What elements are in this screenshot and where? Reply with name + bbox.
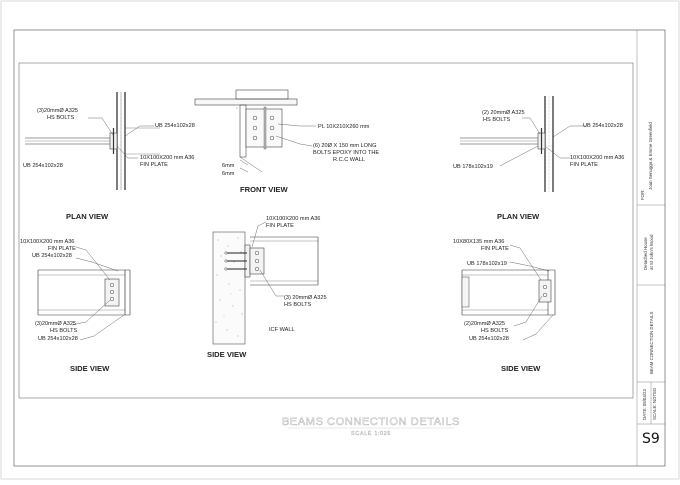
side-right-beam-bottom: UB 254x102x28 <box>469 336 509 342</box>
plan-left-plate-line2: FIN PLATE <box>140 162 168 168</box>
titleblock-project-line1: Detached House <box>643 237 648 270</box>
side-left-bolts-line1: (3)20mmØ A325 <box>35 321 76 327</box>
side-right-bolts-line2: HS BOLTS <box>481 328 509 334</box>
sheet-number: S9 <box>642 431 660 447</box>
plan-left-title: PLAN VIEW <box>66 212 109 221</box>
title-block: FOR: Joan Senugga & Emme Greenfield Deta… <box>636 30 665 466</box>
plan-view-left: (3)20mmØ A325 HS BOLTS UB 254x102x28 10X… <box>23 92 195 221</box>
side-left-beam-bottom: UB 254x102x28 <box>38 336 78 342</box>
front-epoxy-line1: (6) 20Ø X 150 mm LONG <box>313 143 376 149</box>
front-epoxy-line3: R.C.C WALL <box>333 157 365 163</box>
side-center-bolts-line1: (3) 20mmØ A325 <box>284 295 327 301</box>
front-gap-2: 6mm <box>222 171 235 177</box>
plan-left-beam-left: UB 254x102x28 <box>23 163 63 169</box>
side-view-left: 10X100X200 mm A36 FIN PLATE UB 254x102x2… <box>20 239 131 373</box>
side-center-title: SIDE VIEW <box>207 350 247 359</box>
side-center-bolts-line2: HS BOLTS <box>284 302 312 308</box>
side-right-plate-line1: 10X80X135 mm A36 <box>453 239 504 245</box>
titleblock-date: DATE: 05/04/23 <box>642 389 647 420</box>
side-left-beam-top: UB 254x102x28 <box>32 253 72 259</box>
side-left-bolts-line2: HS BOLTS <box>50 328 78 334</box>
side-right-title: SIDE VIEW <box>501 364 541 373</box>
side-right-beam-top: UB 178x102x19 <box>467 261 507 267</box>
plan-right-bolts-line2: HS BOLTS <box>483 117 511 123</box>
plan-right-bolts-line1: (2) 20mmØ A325 <box>482 110 525 116</box>
sheet-title-scale: SCALE 1:025 <box>351 431 391 437</box>
front-view: PL 10X210X260 mm (6) 20Ø X 150 mm LONG B… <box>194 89 379 194</box>
plan-left-bolts-line1: (3)20mmØ A325 <box>37 108 78 114</box>
front-gap-1: 6mm <box>222 163 235 169</box>
plan-right-beam-left: UB 178x102x19 <box>453 164 493 170</box>
plan-view-right: (2) 20mmØ A325 HS BOLTS UB 254x102x28 10… <box>453 96 624 221</box>
plan-left-plate-line1: 10X100X200 mm A36 <box>140 155 194 161</box>
side-left-title: SIDE VIEW <box>70 364 110 373</box>
side-center-plate-line2: FIN PLATE <box>266 223 294 229</box>
titleblock-project-line2: at St John's Wood <box>649 234 654 270</box>
plan-right-plate-line2: FIN PLATE <box>570 162 598 168</box>
side-left-plate-line1: 10X100X200 mm A36 <box>20 239 74 245</box>
side-center-wall: ICF WALL <box>269 327 295 333</box>
side-view-right: 10X80X135 mm A36 FIN PLATE UB 178x102x19… <box>453 239 556 373</box>
side-right-plate-line2: FIN PLATE <box>481 246 509 252</box>
front-pl-plate: PL 10X210X260 mm <box>318 124 370 130</box>
plan-right-beam-right: UB 254x102x28 <box>583 123 623 129</box>
sheet-title-text: BEAMS CONNECTION DETAILS <box>282 416 460 428</box>
front-view-title: FRONT VIEW <box>240 185 289 194</box>
side-view-center: 10X100X200 mm A36 FIN PLATE (3) 20mmØ A3… <box>207 216 327 359</box>
titleblock-drawing-name: BEAM CONNECTION DETAILS <box>649 312 654 374</box>
plan-right-title: PLAN VIEW <box>497 212 540 221</box>
side-right-bolts-line1: (2)20mmØ A325 <box>464 321 505 327</box>
titleblock-client: Joan Senugga & Emme Greenfield <box>648 122 653 190</box>
plan-left-bolts-line2: HS BOLTS <box>47 115 75 121</box>
plan-left-beam-right: UB 254x102x28 <box>155 123 195 129</box>
front-epoxy-line2: BOLTS EPOXY INTO THE <box>313 150 379 156</box>
side-center-plate-line1: 10X100X200 mm A36 <box>266 216 320 222</box>
sheet-title: BEAMS CONNECTION DETAILS SCALE 1:025 <box>282 416 460 437</box>
concrete-hatch <box>215 237 243 337</box>
titleblock-client-label: FOR: <box>640 190 645 201</box>
titleblock-scale: SCALE: NOTED <box>652 388 657 420</box>
plan-right-plate-line1: 10X100X200 mm A36 <box>570 155 624 161</box>
side-left-plate-line2: FIN PLATE <box>48 246 76 252</box>
